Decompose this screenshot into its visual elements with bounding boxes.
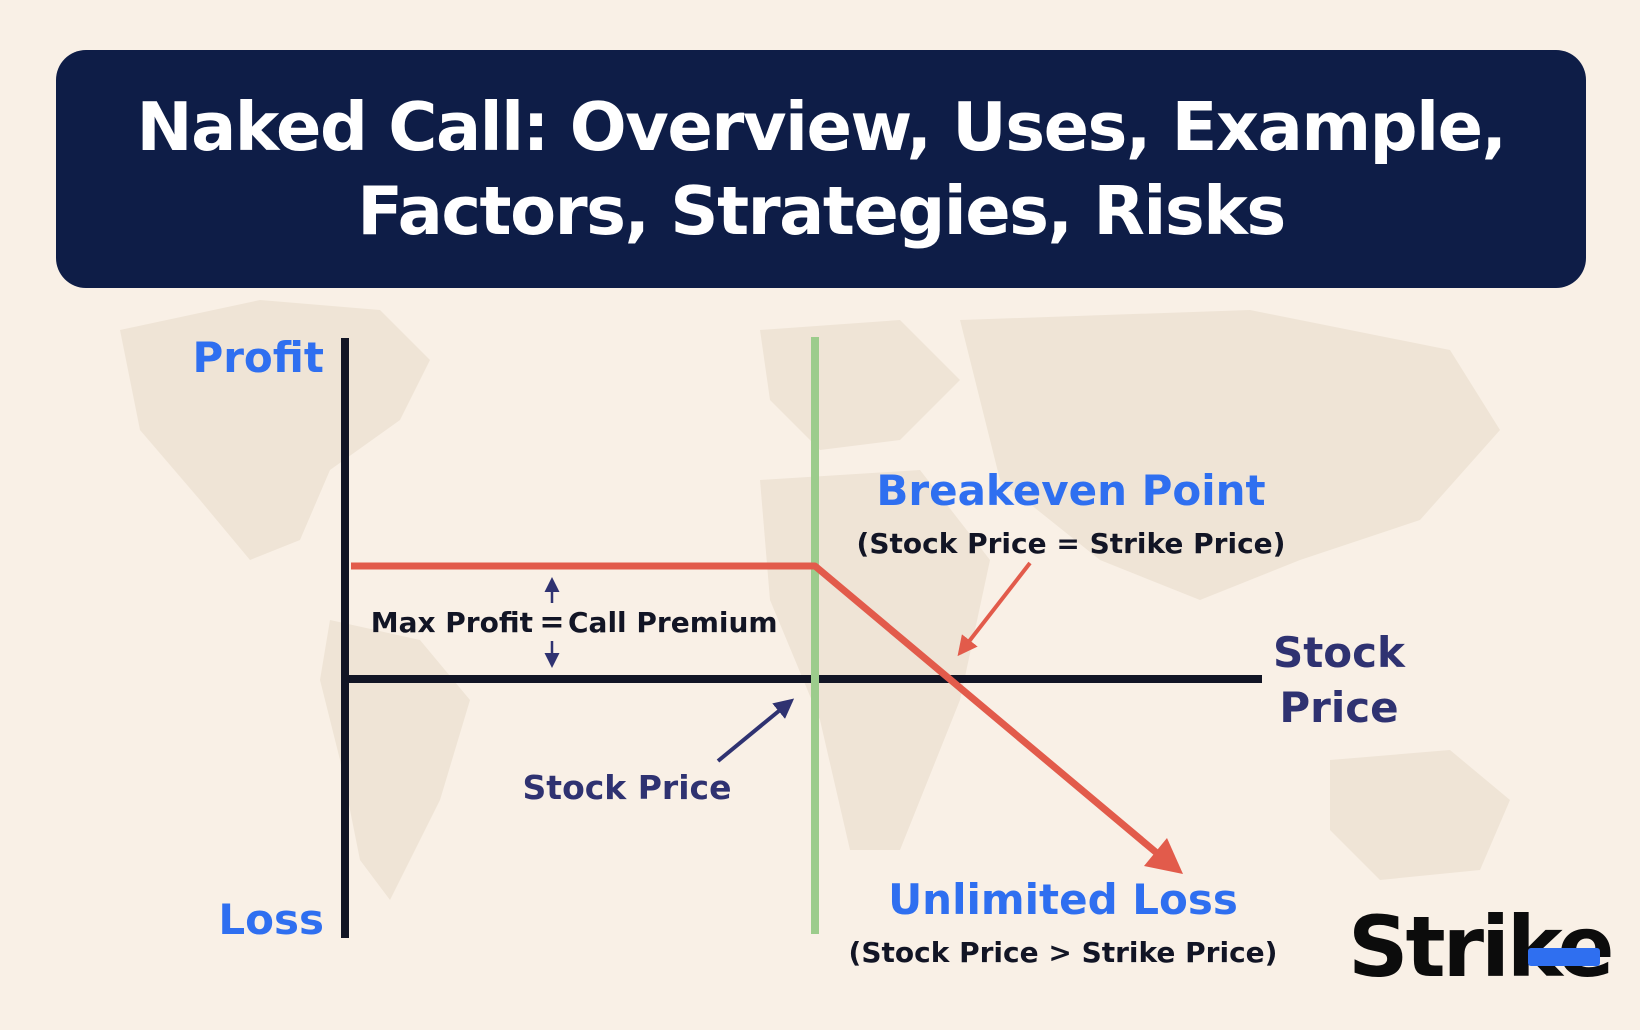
north-america-shape (120, 300, 430, 560)
stock-price-pointer-label: Stock Price (523, 768, 732, 807)
loss-label: Loss (218, 895, 324, 944)
title-banner: Naked Call: Overview, Uses, Example, Fac… (56, 50, 1586, 288)
max-profit-label: Max Profit (371, 606, 533, 639)
payoff-arrowhead (1144, 838, 1183, 874)
europe-shape (760, 320, 960, 450)
page-title: Naked Call: Overview, Uses, Example, Fac… (136, 88, 1508, 250)
breakeven-subtitle: (Stock Price = Strike Price) (857, 527, 1286, 560)
unlimited-loss-subtitle: (Stock Price > Strike Price) (849, 936, 1278, 969)
logo-text: Strike (1348, 898, 1614, 996)
profit-label: Profit (192, 333, 324, 382)
payoff-line (351, 562, 1161, 857)
unlimited-loss-title: Unlimited Loss (888, 875, 1238, 924)
asia-shape (960, 310, 1500, 600)
logo-accent-bar (1528, 948, 1600, 966)
breakeven-title: Breakeven Point (876, 466, 1265, 515)
stock-price-axis-label-line2: Price (1279, 683, 1398, 732)
breakeven-pointer-arrow (957, 561, 1032, 657)
south-america-shape (320, 620, 470, 900)
call-premium-label: Call Premium (568, 606, 778, 639)
stock-price-axis-label-line1: Stock (1273, 628, 1406, 677)
strike-logo: Strike (1348, 898, 1614, 996)
australia-shape (1330, 750, 1510, 880)
equals-sign: = (539, 605, 564, 640)
stock-price-pointer-arrow (716, 698, 795, 763)
